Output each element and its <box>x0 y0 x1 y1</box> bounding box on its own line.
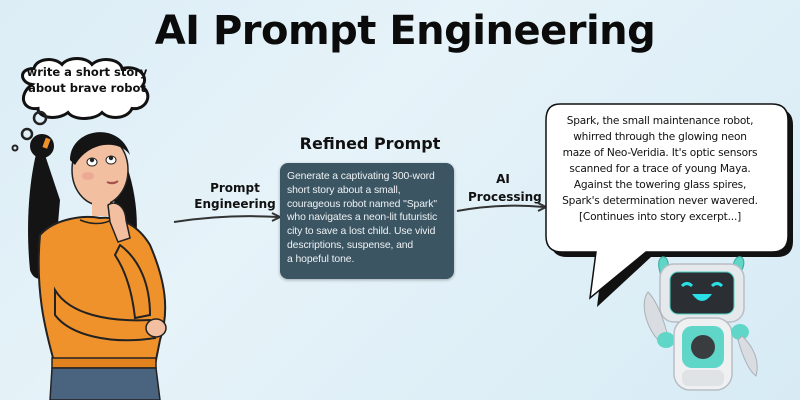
story-line: [Continues into story excerpt...] <box>578 211 742 223</box>
thought-line-1: write a short story <box>26 65 148 79</box>
arrow-right-icon <box>173 212 283 223</box>
prompt-line: who navigates a neon-lit futuristic <box>287 212 438 224</box>
prompt-engineering-label: Prompt Engineering <box>190 180 280 212</box>
prompt-line: Generate a captivating 300-word <box>287 171 435 182</box>
thought-text: write a short story about brave robot <box>22 64 152 96</box>
thinking-woman-illustration <box>11 110 167 400</box>
story-line: maze of Neo-Veridia. It's optic sensors <box>562 147 758 159</box>
ai-processing-label: AI Processing <box>468 170 542 206</box>
robot-illustration <box>643 256 758 391</box>
prompt-line: city to save a lost child. Use vivid <box>287 226 436 238</box>
prompt-line: descriptions, suspense, and <box>287 239 414 251</box>
thought-line-2: about brave robot <box>28 81 146 95</box>
refined-prompt-text: Generate a captivating 300-word short st… <box>287 170 448 267</box>
step-label-line: AI <box>496 172 510 186</box>
story-line: whirred through the glowing neon <box>573 131 747 143</box>
story-output-text: Spark, the small maintenance robot, whir… <box>548 113 772 225</box>
step-label-line: Prompt <box>210 181 260 195</box>
prompt-line: courageous robot named "Spark" <box>287 198 437 210</box>
story-line: Against the towering glass spires, <box>573 179 747 191</box>
refined-prompt-box: Generate a captivating 300-word short st… <box>280 163 454 279</box>
story-line: Spark's determination never wavered. <box>562 195 758 207</box>
story-line: Spark, the small maintenance robot, <box>566 115 754 127</box>
thought-cloud-icon <box>21 57 150 120</box>
step-label-line: Processing <box>468 190 542 204</box>
prompt-line: a hopeful tone. <box>287 253 355 265</box>
story-line: scanned for a trace of young Maya. <box>569 163 751 175</box>
page-title: AI Prompt Engineering <box>154 8 656 54</box>
speech-bubble-icon <box>545 103 793 307</box>
prompt-line: short story about a small, <box>287 184 401 196</box>
step-label-line: Engineering <box>194 197 276 211</box>
refined-prompt-heading: Refined Prompt <box>299 134 441 153</box>
arrow-right-icon <box>456 202 549 212</box>
